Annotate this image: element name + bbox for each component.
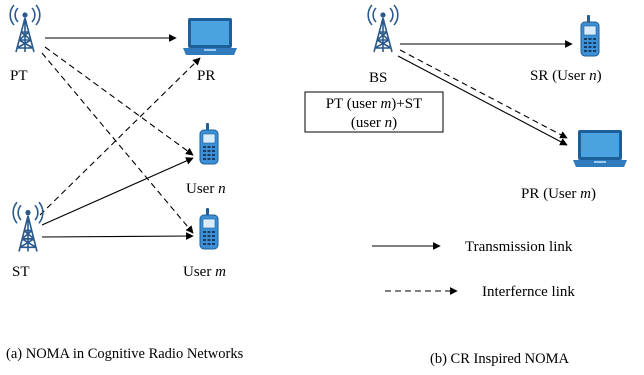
box-line-1: PT (user m)+ST — [326, 96, 423, 112]
bs-label: BS — [369, 70, 387, 86]
pt-st-box — [304, 91, 444, 133]
interference-st-pr — [39, 57, 201, 216]
legend-interference-label: Interfernce link — [482, 284, 575, 300]
link-st-user-n — [41, 157, 194, 226]
interference-bs-pr — [399, 49, 568, 139]
tower-icon — [367, 4, 399, 53]
interference-pt-user-m — [41, 52, 194, 234]
st-label: ST — [12, 264, 30, 280]
tower-icon — [12, 201, 44, 253]
tower-icon — [9, 4, 41, 53]
phone-icon — [199, 207, 219, 250]
phone-icon — [580, 14, 600, 57]
interference-pt-user-n — [44, 46, 194, 156]
legend-transmission-label: Transmission link — [465, 239, 573, 255]
panel-b: BS SR (User n) PR (User m) PT (user m)+S… — [304, 4, 627, 367]
pr-label: PR — [197, 68, 215, 84]
box-line-2: (user n) — [351, 115, 397, 131]
caption-b: (b) CR Inspired NOMA — [430, 351, 569, 367]
link-bs-pr — [397, 55, 568, 146]
user-m-label: User m — [183, 264, 226, 280]
phone-icon — [199, 122, 219, 165]
laptop-icon — [573, 130, 627, 167]
laptop-icon — [183, 18, 237, 55]
pt-label: PT — [10, 68, 28, 84]
link-st-user-m — [41, 232, 194, 240]
user-n-label: User n — [186, 181, 226, 197]
panel-a: PT ST PR User n User m (a) NOMA in Cogni… — [6, 4, 244, 362]
caption-a: (a) NOMA in Cognitive Radio Networks — [6, 346, 244, 362]
sr-label: SR (User n) — [530, 68, 602, 84]
pr-user-m-label: PR (User m) — [521, 186, 596, 202]
